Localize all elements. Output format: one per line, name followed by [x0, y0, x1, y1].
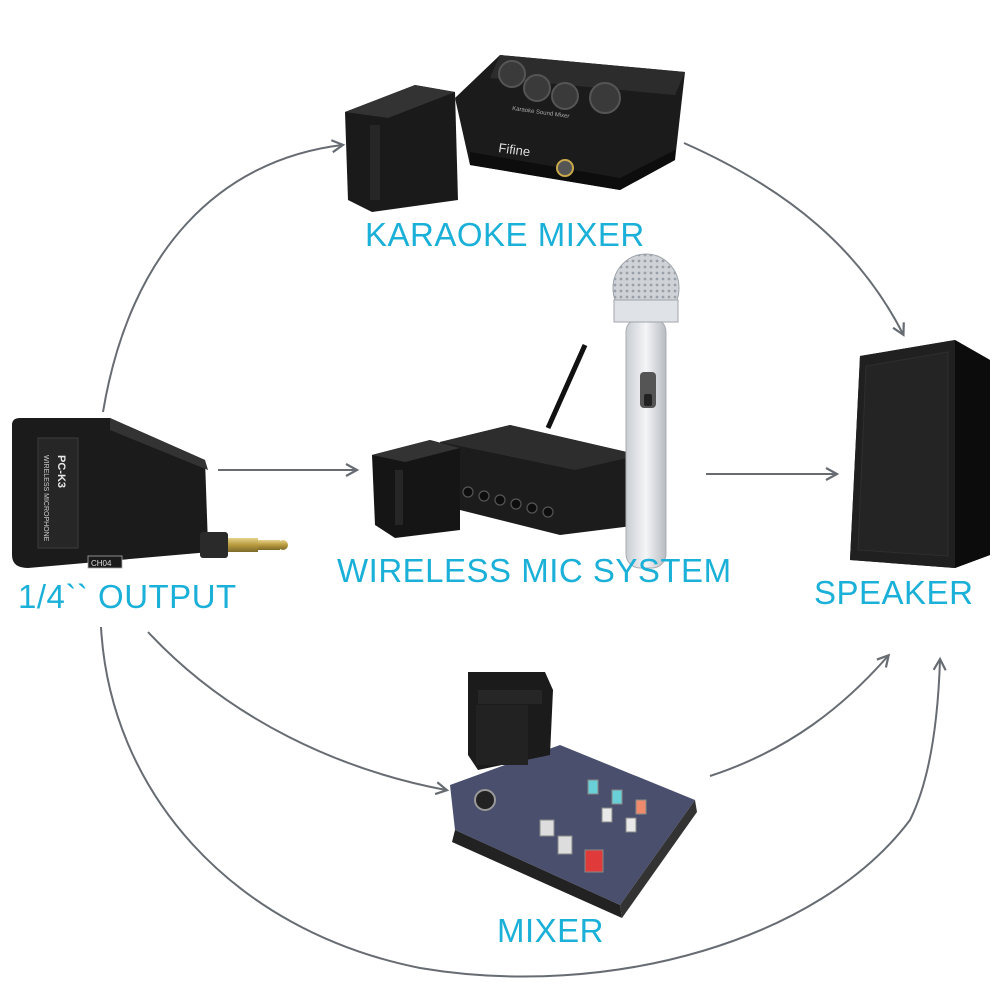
wireless-mic-system-device — [372, 253, 680, 569]
label-karaoke-mixer: KARAOKE MIXER — [365, 216, 645, 253]
karaoke-mixer-device: Fifine Karaoke Sound Mixer — [345, 55, 685, 212]
karaoke-brand: Fifine — [498, 140, 532, 159]
arrow-output-to-karaoke — [102, 139, 346, 413]
arrows — [100, 139, 947, 978]
arrow-mixer-to-speaker — [709, 653, 891, 777]
arrow-karaoke-to-speaker — [683, 142, 905, 337]
arrow-outer-output-to-speaker — [100, 626, 947, 978]
label-speaker: SPEAKER — [814, 574, 974, 611]
transmitter-device: PC-K3 WIRELESS MICROPHONE CH04 — [12, 418, 288, 569]
arrow-output-to-mixer — [147, 631, 450, 796]
label-output: 1/4`` OUTPUT — [18, 578, 237, 615]
label-wireless-mic-system: WIRELESS MIC SYSTEM — [337, 552, 732, 589]
transmitter-model: PC-K3 — [55, 455, 67, 488]
mixer-device — [450, 672, 697, 918]
transmitter-subtitle: WIRELESS MICROPHONE — [42, 455, 49, 542]
speaker-device — [850, 340, 990, 568]
label-mixer: MIXER — [497, 912, 605, 949]
transmitter-channel: CH04 — [91, 559, 112, 568]
